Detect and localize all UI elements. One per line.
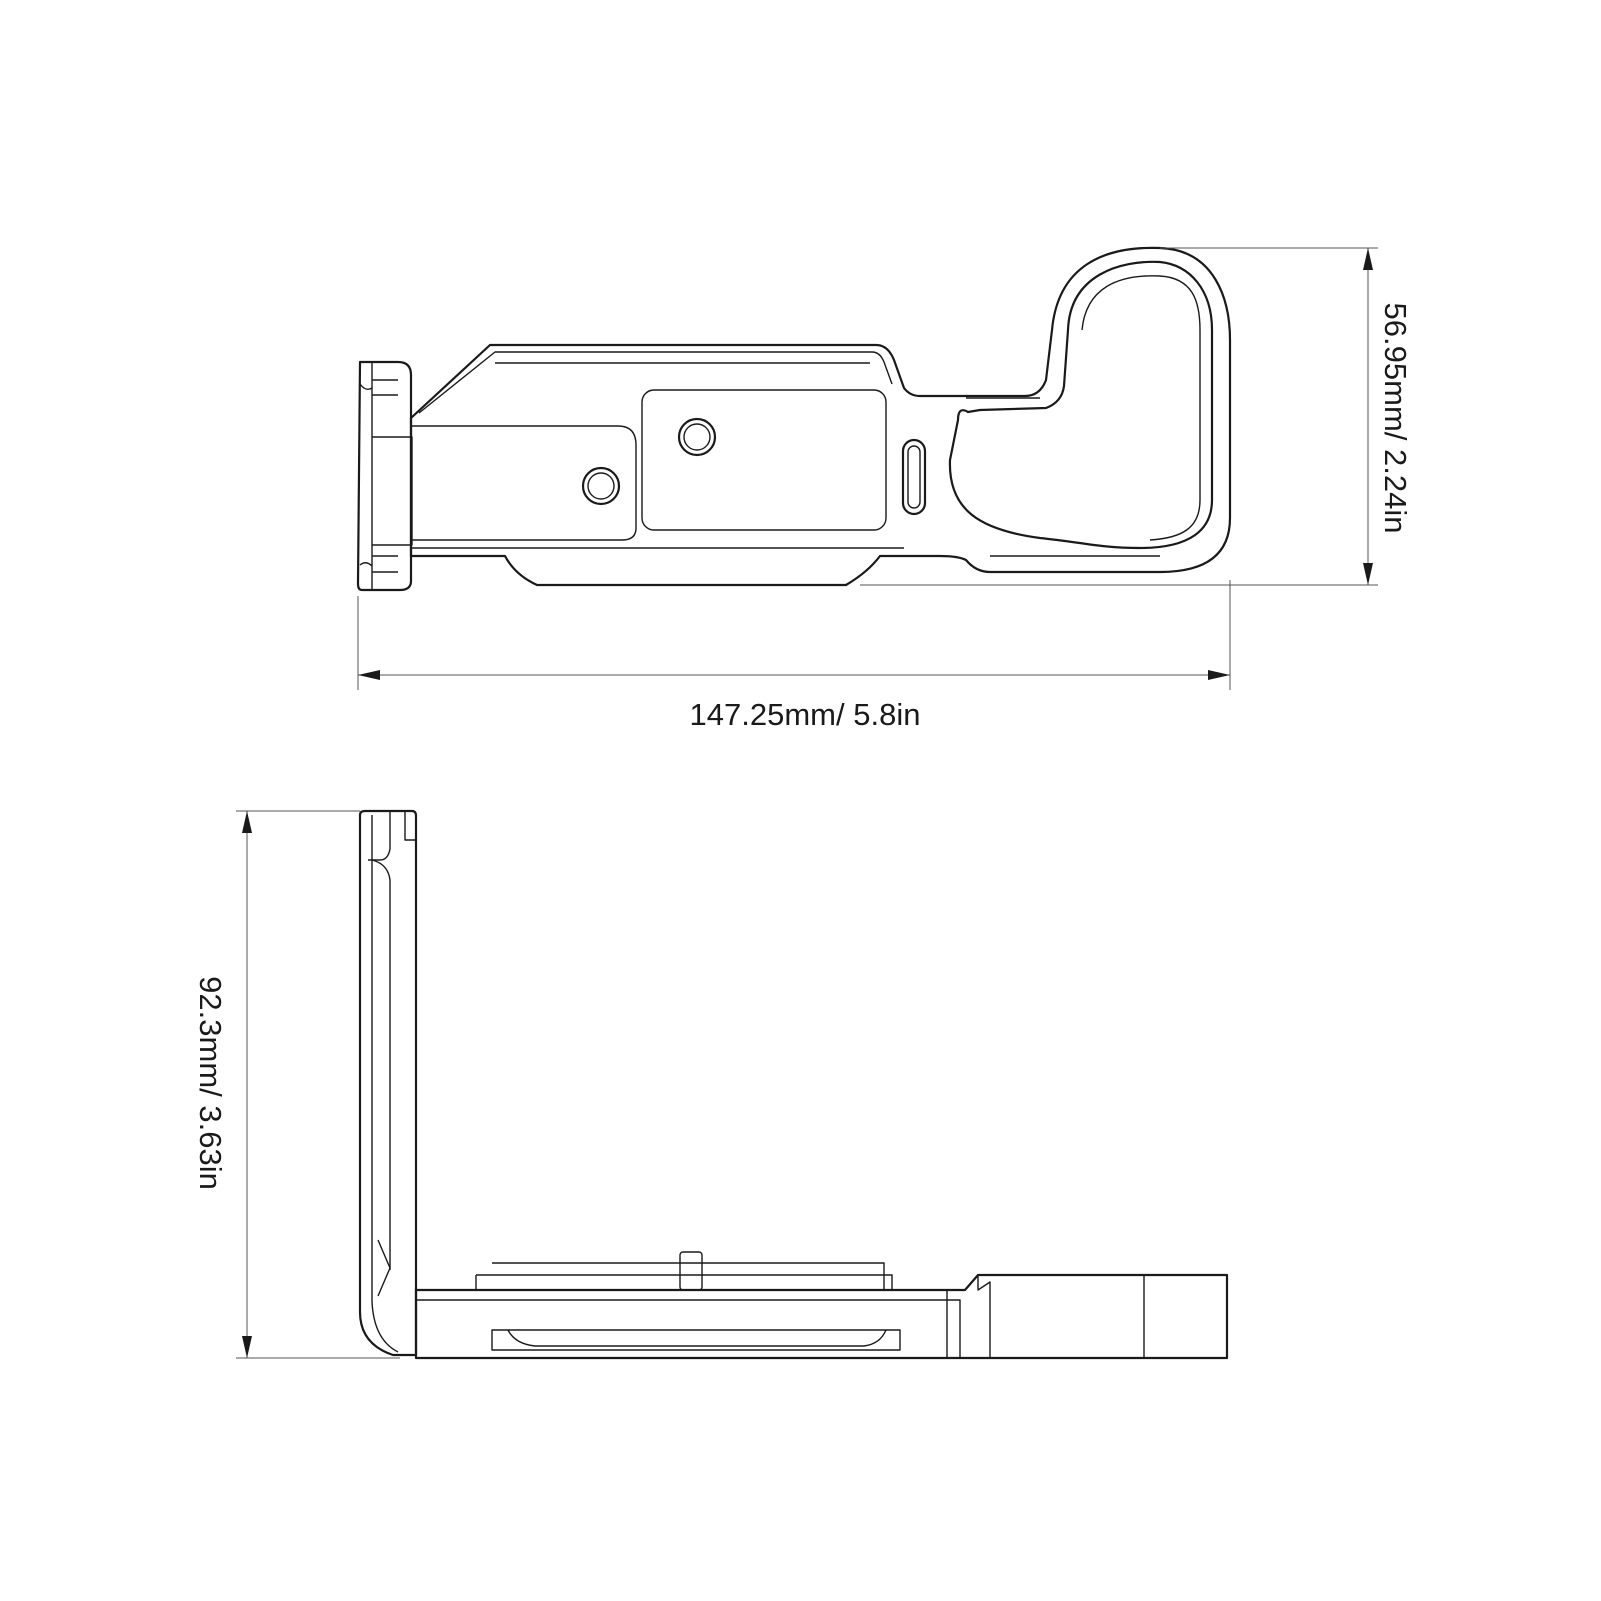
top-view-handle-opening (948, 260, 1214, 550)
dimension-width-label: 147.25mm/ 5.8in (690, 697, 921, 732)
top-view-screw-hole (677, 417, 717, 457)
side-view-bracket (358, 809, 1229, 1360)
top-view-clamp-block (356, 360, 413, 592)
dimension-height-label: 56.95mm/ 2.24in (1378, 303, 1413, 534)
top-view-recess-plate (641, 389, 887, 531)
top-view-bracket (356, 246, 1232, 592)
side-view-base-plate (414, 1273, 1229, 1360)
top-view-slot (901, 438, 927, 516)
dimension-side-height-label: 92.3mm/ 3.63in (193, 976, 228, 1190)
dimension-width (357, 580, 1231, 690)
side-view-vertical-arm (358, 809, 418, 1357)
top-view-plate-outline (409, 246, 1232, 587)
dimension-height (860, 247, 1378, 586)
side-view-screw (679, 1251, 703, 1291)
top-view-screw-hole (581, 466, 621, 506)
dimension-side-height (236, 810, 400, 1359)
